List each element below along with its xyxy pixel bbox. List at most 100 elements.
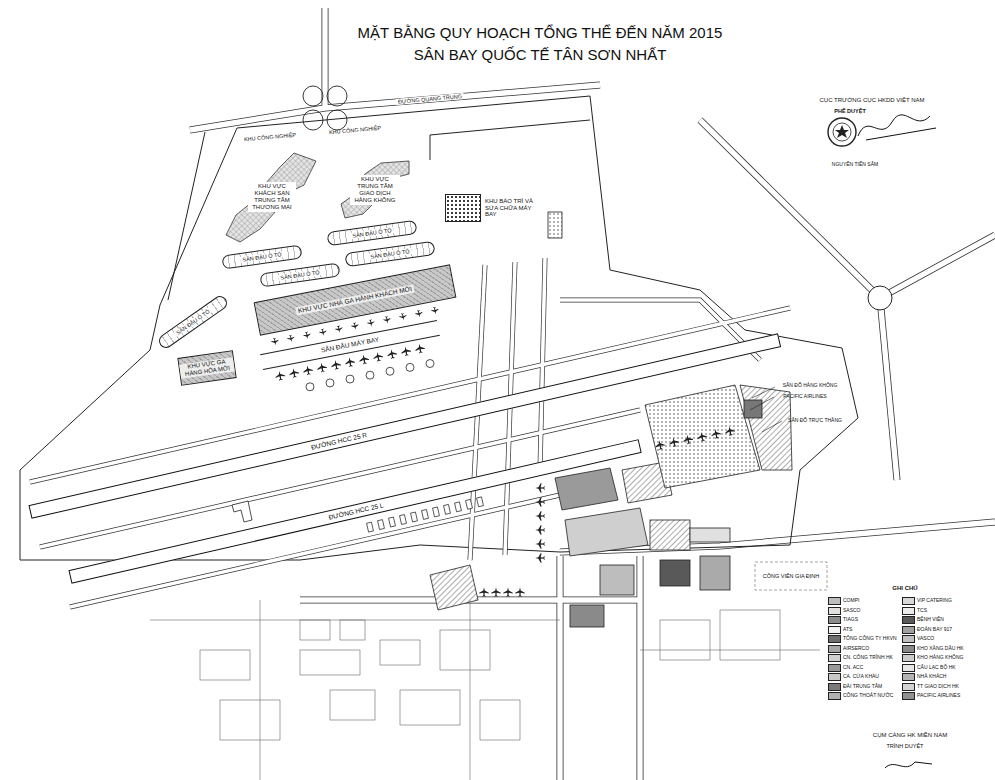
aircraft-symbol (431, 306, 439, 314)
legend-item: CÔNG THOÁT NƯỚC (828, 692, 893, 700)
signatory-name: NGUYỄN TIẾN SÂM (832, 162, 878, 168)
zone-label: ĐƯỜNG HCC 25 R (308, 431, 369, 452)
road (190, 8, 995, 780)
terminal-building (565, 508, 648, 556)
terminal-building (660, 560, 690, 586)
apron-label: SÂN ĐỖ TRỰC THĂNG (788, 418, 842, 424)
approval-seal (833, 123, 851, 141)
road (557, 556, 564, 780)
gate-position (477, 497, 484, 507)
legend-swatch (828, 597, 841, 605)
gate-position (433, 507, 440, 517)
legend-item: TCS (902, 607, 927, 615)
legend-swatch (902, 597, 915, 605)
zone-outline (341, 161, 409, 218)
leader-line (750, 397, 774, 410)
zone-label: SÂN ĐẬU Ô TÔ (350, 227, 394, 239)
legend-text: TT GIAO DỊCH HK (917, 684, 959, 690)
gate-position (455, 502, 462, 512)
legend-text: ĐÀI TRUNG TÂM (843, 684, 882, 690)
taxiway (70, 495, 560, 607)
car-park: SÂN ĐẬU Ô TÔ (221, 245, 302, 270)
aircraft-symbol (535, 539, 545, 549)
aircraft-stand (306, 383, 314, 391)
maintenance-block (445, 194, 481, 222)
gate-position (389, 517, 396, 527)
legend-swatch (902, 645, 915, 653)
legend-text: TIAGS (843, 617, 858, 623)
hangar (430, 565, 478, 610)
aircraft-symbol (303, 331, 311, 339)
terminal-building (570, 605, 604, 627)
aircraft-stand (386, 367, 394, 375)
car-park: SÂN ĐẬU Ô TÔ (156, 293, 230, 350)
legend-item: TIAGS (828, 616, 858, 624)
zone-label: KHU VỰC TRUNG TÂM GIAO DỊCH HÀNG KHÔNG (350, 175, 400, 205)
aircraft-symbol (724, 425, 735, 436)
submission-note: TRÌNH DUYỆT (887, 743, 924, 749)
approval-seal (828, 118, 856, 146)
taxiway (30, 258, 790, 607)
road (190, 85, 600, 130)
aircraft-symbol (491, 587, 501, 597)
aircraft-symbol (535, 497, 545, 507)
legend-text: AIRSERCO (843, 646, 869, 652)
city-block (440, 630, 490, 670)
legend-text: VIP CATERING (917, 598, 952, 604)
gate-position (411, 512, 418, 522)
roundabout (868, 286, 892, 310)
legend-swatch (828, 626, 841, 634)
aircraft-symbol (399, 313, 407, 321)
zone-label: KHU VỰC GA HÀNG HÓA MỚI (179, 357, 234, 378)
aircraft-stand (426, 360, 434, 368)
legend-swatch (902, 692, 915, 700)
legend-item: TT GIAO DỊCH HK (902, 683, 959, 691)
gate-position (400, 515, 407, 525)
city-block (340, 620, 365, 640)
aircraft-stand (326, 379, 334, 387)
legend-swatch (902, 673, 915, 681)
legend-text: KHO HÀNG KHÔNG (917, 655, 963, 661)
trade-center-zone: KHU VỰC TRUNG TÂM GIAO DỊCH HÀNG KHÔNG (337, 158, 413, 222)
signature (858, 115, 936, 768)
zone-label: SÂN ĐẬU Ô TÔ (240, 251, 284, 263)
taxiway (70, 495, 560, 607)
aircraft-symbol (503, 587, 513, 597)
taxiway (40, 410, 640, 547)
legend-swatch (828, 616, 841, 624)
aircraft-symbol (287, 334, 295, 342)
legend-text: SASCO (843, 608, 861, 614)
aircraft-symbol (400, 346, 411, 357)
legend-item: ĐÀI TRUNG TÂM (828, 683, 882, 691)
signature (858, 115, 936, 140)
zone-label: SÂN ĐẬU Ô TÔ (173, 307, 212, 337)
legend-swatch (828, 664, 841, 672)
city-block (400, 690, 460, 725)
legend-text: CA. CỬA KHẨU (843, 674, 879, 680)
city-block (380, 640, 420, 665)
aircraft-symbol (515, 587, 525, 597)
zone-label: KHU BẢO TRÌ VÀ SỬA CHỮA MÁY BAY (485, 198, 539, 219)
maintenance-zone: KHU BẢO TRÌ VÀ SỬA CHỮA MÁY BAY (445, 191, 539, 225)
aircraft-symbol (271, 337, 279, 345)
terminal-building (690, 528, 730, 542)
legend-heading: GHI CHÚ (892, 585, 917, 592)
airport-boundary (430, 120, 590, 160)
legend-text: ATS (843, 627, 852, 633)
airport-boundary (168, 132, 205, 300)
zone-label: KHU VỰC NHÀ GA HÀNH KHÁCH MỚI (295, 285, 414, 315)
zone-label: SÂN ĐẬU Ô TÔ (278, 269, 322, 281)
legend-swatch (902, 683, 915, 691)
aircraft-symbol (668, 437, 679, 448)
aircraft-symbol (274, 370, 285, 381)
zone-label: KHU VỰC KHÁCH SẠN TRUNG TÂM THƯƠNG MẠI (248, 182, 296, 212)
submitter-name: CỤM CẢNG HK MIỀN NAM (873, 732, 947, 739)
legend-item: KHO HÀNG KHÔNG (902, 654, 963, 662)
terminal-building (600, 565, 634, 595)
aircraft-symbol (535, 483, 545, 493)
legend-swatch (902, 654, 915, 662)
hangar (232, 501, 252, 522)
